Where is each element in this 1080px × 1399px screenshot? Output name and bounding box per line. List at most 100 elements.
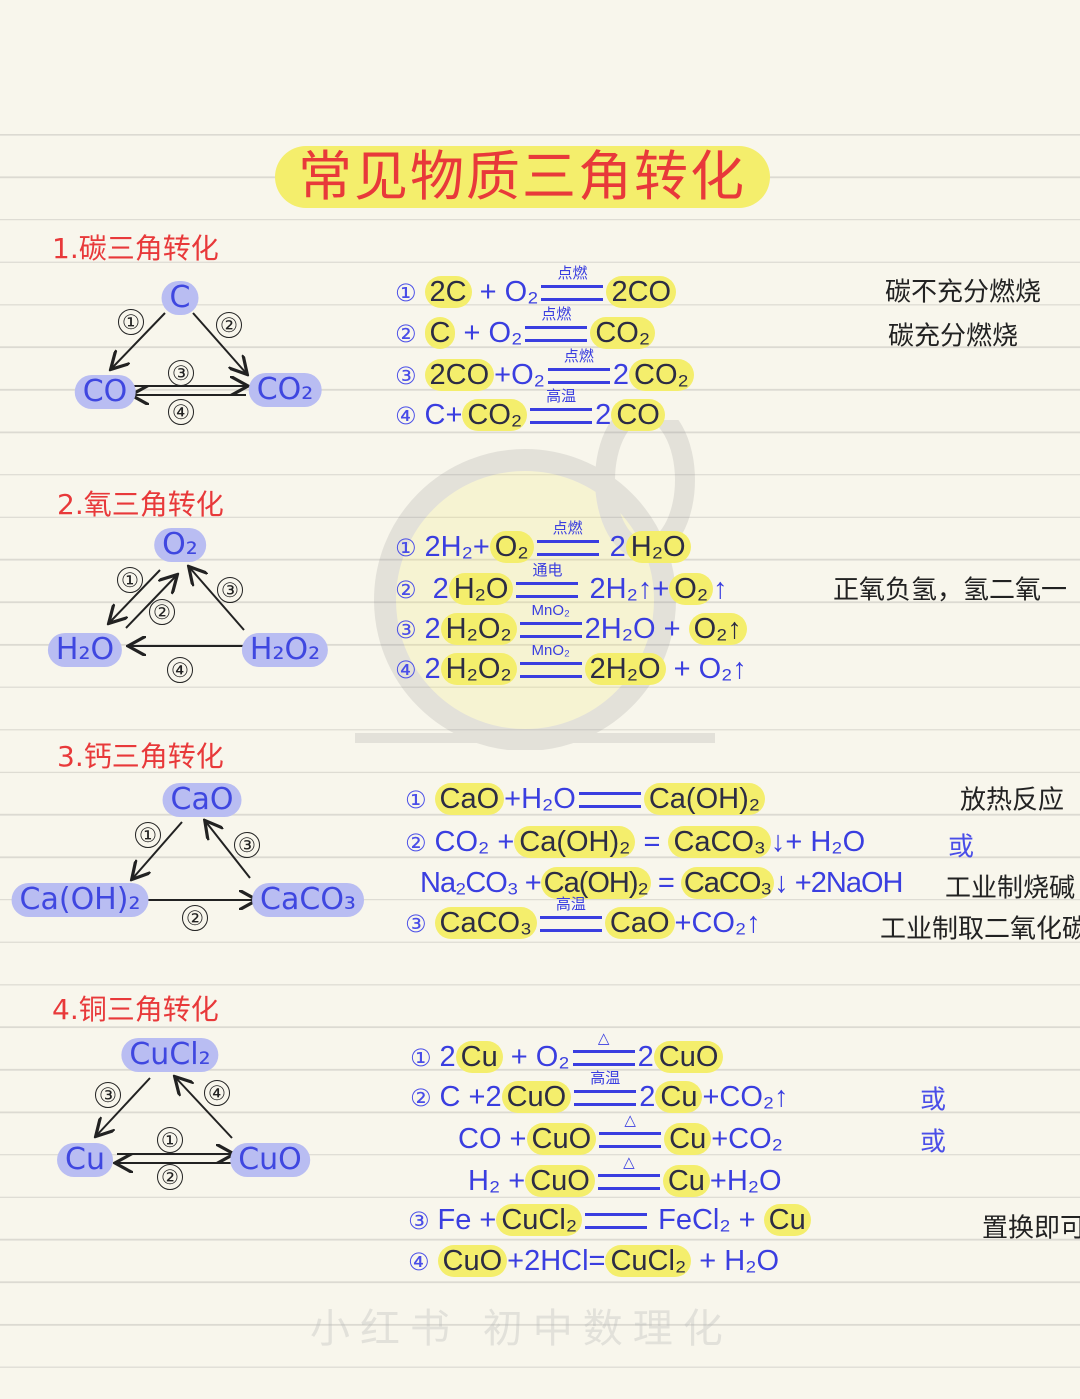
formula-text: Fe + xyxy=(437,1204,497,1236)
equation-number: ③ xyxy=(408,1208,430,1235)
compound-node: Cu xyxy=(57,1143,113,1177)
reaction-condition: △ xyxy=(623,1154,635,1172)
top-margin xyxy=(0,0,1080,134)
equation-row: CO +CuO△Cu+CO₂ xyxy=(458,1113,783,1155)
compound-node: H₂O₂ xyxy=(241,633,329,667)
reaction-number-label: ④ xyxy=(168,399,194,425)
formula-text: + O₂ xyxy=(502,1041,570,1073)
highlighted-formula: 2CO xyxy=(424,359,495,391)
formula-text: + O₂ xyxy=(471,276,539,308)
highlighted-formula: Ca(OH)₂ xyxy=(514,826,636,858)
highlighted-formula: CaO xyxy=(604,907,675,939)
reaction-condition: 通电 xyxy=(532,562,563,580)
highlighted-formula: O₂ xyxy=(489,531,534,563)
double-equal-sign xyxy=(585,1213,648,1230)
section-title: 4.铜三角转化 xyxy=(52,993,219,1026)
equation-number: ② xyxy=(395,577,417,604)
side-note: 碳不充分燃烧 xyxy=(885,277,1042,308)
reaction-number-label: ④ xyxy=(204,1080,230,1106)
formula-text: +H₂O xyxy=(504,783,576,815)
highlighted-formula: CO₂ xyxy=(629,359,694,391)
reaction-condition: △ xyxy=(597,1030,610,1048)
formula-text: 2 xyxy=(601,531,626,563)
compound-node: H₂O xyxy=(47,633,123,667)
highlighted-formula: H₂O₂ xyxy=(440,653,517,685)
reaction-number-label: ① xyxy=(157,1127,183,1153)
formula-text: 2 xyxy=(595,399,612,431)
side-note: 或 xyxy=(920,1127,947,1158)
highlighted-formula: CaCO₃ xyxy=(668,826,771,858)
highlighted-formula: CaCO₃ xyxy=(680,867,775,899)
formula-text: 2 xyxy=(612,359,630,391)
formula-text: 2 xyxy=(424,573,449,605)
double-equal-sign: MnO₂ xyxy=(519,603,582,639)
side-note: 工业制取二氧化碳 xyxy=(880,914,1080,945)
double-equal-sign: △ xyxy=(597,1155,660,1191)
formula-text: C +2 xyxy=(439,1081,502,1113)
reaction-condition: 点燃 xyxy=(552,520,583,538)
formula-text: C+ xyxy=(424,399,463,431)
side-note: 正氧负氢，氢二氧一 xyxy=(833,575,1068,606)
double-equal-sign: 点燃 xyxy=(547,349,610,385)
side-note: 或 xyxy=(948,832,975,863)
highlighted-formula: CaO xyxy=(434,783,505,815)
highlighted-formula: CuO xyxy=(437,1245,508,1277)
formula-text: ↑ xyxy=(713,573,728,605)
double-equal-sign: MnO₂ xyxy=(519,643,582,679)
compound-node: C xyxy=(161,281,199,315)
reaction-number-label: ① xyxy=(135,822,161,848)
highlighted-formula: CuCl₂ xyxy=(605,1245,692,1277)
highlighted-formula: CO₂ xyxy=(590,317,656,349)
equation-number: ① xyxy=(410,1045,432,1072)
double-equal-sign: △ xyxy=(572,1031,635,1067)
reaction-number-label: ③ xyxy=(217,577,243,603)
highlighted-formula: CuO xyxy=(525,1165,595,1197)
double-equal-sign: 高温 xyxy=(530,389,593,425)
reaction-number-label: ② xyxy=(149,599,175,625)
equation-number: ④ xyxy=(408,1249,430,1276)
side-note: 碳充分燃烧 xyxy=(888,321,1019,352)
equation-number: ③ xyxy=(395,363,417,390)
compound-node: CaO xyxy=(162,783,242,817)
highlighted-formula: CO₂ xyxy=(462,399,528,431)
highlighted-formula: Ca(OH)₂ xyxy=(540,867,651,899)
reaction-number-label: ③ xyxy=(168,360,194,386)
double-equal-sign xyxy=(578,792,641,809)
equation-row: Na₂CO₃ +Ca(OH)₂ = CaCO₃↓ +2NaOH xyxy=(420,867,903,899)
reaction-condition: MnO₂ xyxy=(531,602,570,620)
highlighted-formula: C xyxy=(424,317,456,349)
reaction-number-label: ③ xyxy=(95,1082,121,1108)
highlighted-formula: O₂ xyxy=(669,573,714,605)
highlighted-formula: CuCl₂ xyxy=(496,1204,583,1236)
watermark-text: 小红书 初中数理化 xyxy=(310,1306,733,1352)
compound-node: Ca(OH)₂ xyxy=(11,883,149,917)
reaction-number-label: ① xyxy=(118,309,144,335)
equation-row: H₂ +CuO△Cu+H₂O xyxy=(468,1155,782,1197)
highlighted-formula: Cu xyxy=(655,1081,703,1113)
double-equal-sign: 通电 xyxy=(516,563,579,599)
formula-text: 2 xyxy=(637,1041,654,1073)
equation-number: ① xyxy=(405,787,427,814)
formula-text: ↓+ H₂O xyxy=(770,826,866,858)
equation-number: ③ xyxy=(405,911,427,938)
equation-number: ④ xyxy=(395,403,417,430)
compound-node: CuCl₂ xyxy=(121,1038,219,1072)
section-title: 2.氧三角转化 xyxy=(57,488,224,521)
side-note: 放热反应 xyxy=(960,785,1065,816)
double-equal-sign: 高温 xyxy=(574,1071,637,1107)
formula-text: +2HCl= xyxy=(507,1245,606,1277)
reaction-number-label: ③ xyxy=(234,832,260,858)
formula-text: 2 xyxy=(439,1041,456,1073)
equation-number: ② xyxy=(405,830,427,857)
highlighted-formula: 2CO xyxy=(606,276,677,308)
equation-number: ④ xyxy=(395,657,417,684)
formula-text: +H₂O xyxy=(709,1165,782,1197)
reaction-condition: 点燃 xyxy=(557,265,588,283)
highlighted-formula: CO xyxy=(611,399,665,431)
